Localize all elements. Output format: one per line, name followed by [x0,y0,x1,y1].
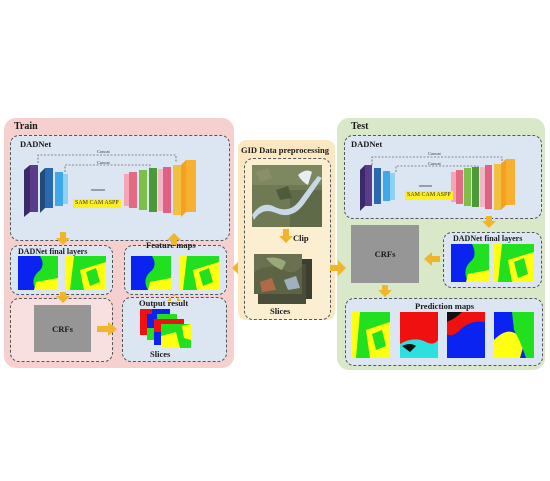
test-final-map-2 [494,244,534,282]
train-crfs-block: CRFs [34,305,91,352]
test-crfs-block: CRFs [351,225,419,283]
test-prediction-label: Prediction maps [415,301,475,311]
test-concat-top-label: Concat [428,151,441,156]
test-prediction-map-4 [494,312,534,358]
train-feature-map-2 [179,256,219,290]
train-concat-inner-label: Concat [97,160,110,165]
train-output-label: Output result [139,298,189,308]
test-modules-label: SAM CAM ASPP [405,191,453,200]
test-dadnet-title: DADNet [351,139,383,149]
arrow-test-crfs-to-prediction [378,285,392,297]
train-modules-label: SAM CAM ASPP [73,199,121,208]
center-title: GID Data preprocessing [241,145,329,155]
train-output-stack [140,309,191,348]
arrow-test-final-to-crfs [424,252,440,266]
train-encoder-blocks [24,165,68,217]
arrow-train-dadnet-to-final [56,232,70,245]
center-slices-label: Slices [270,306,291,316]
center-satellite-image [252,165,322,227]
arrow-test-dadnet-to-final [482,216,496,228]
train-final-map-2 [66,256,106,290]
test-title: Test [351,121,369,132]
test-decoder-blocks [451,159,515,210]
center-slices-stack [254,254,312,304]
train-feature-maps-label: Feature maps [146,240,196,250]
train-output-slices-label: Slices [150,349,171,359]
arrow-train-output-to-feature [167,294,181,301]
test-prediction-map-3 [447,312,485,358]
train-title: Train [14,121,38,132]
test-encoder-blocks [360,165,395,211]
test-final-layers-label: DADNet final layers [453,234,523,243]
arrow-train-crfs-to-output [97,322,117,336]
test-final-map-1 [451,244,489,282]
train-final-layers-label: DADNet final layers [18,247,88,256]
train-feature-map-1 [131,256,171,290]
arrow-train-final-to-crfs [56,292,70,303]
test-prediction-map-2 [400,312,438,358]
arrow-center-to-test [330,260,346,276]
train-concat-top-label: Concat [97,149,110,154]
train-final-map-1 [18,256,58,290]
train-dadnet-title: DADNet [20,139,52,149]
arrow-center-clip [279,229,293,243]
test-concat-inner-label: Concat [428,161,441,166]
arrow-train-feature-to-dadnet [167,233,181,245]
train-decoder-blocks [124,160,196,217]
arrow-center-to-train [232,262,246,274]
center-clip-label: Clip [293,233,309,243]
test-prediction-map-1 [352,312,390,358]
